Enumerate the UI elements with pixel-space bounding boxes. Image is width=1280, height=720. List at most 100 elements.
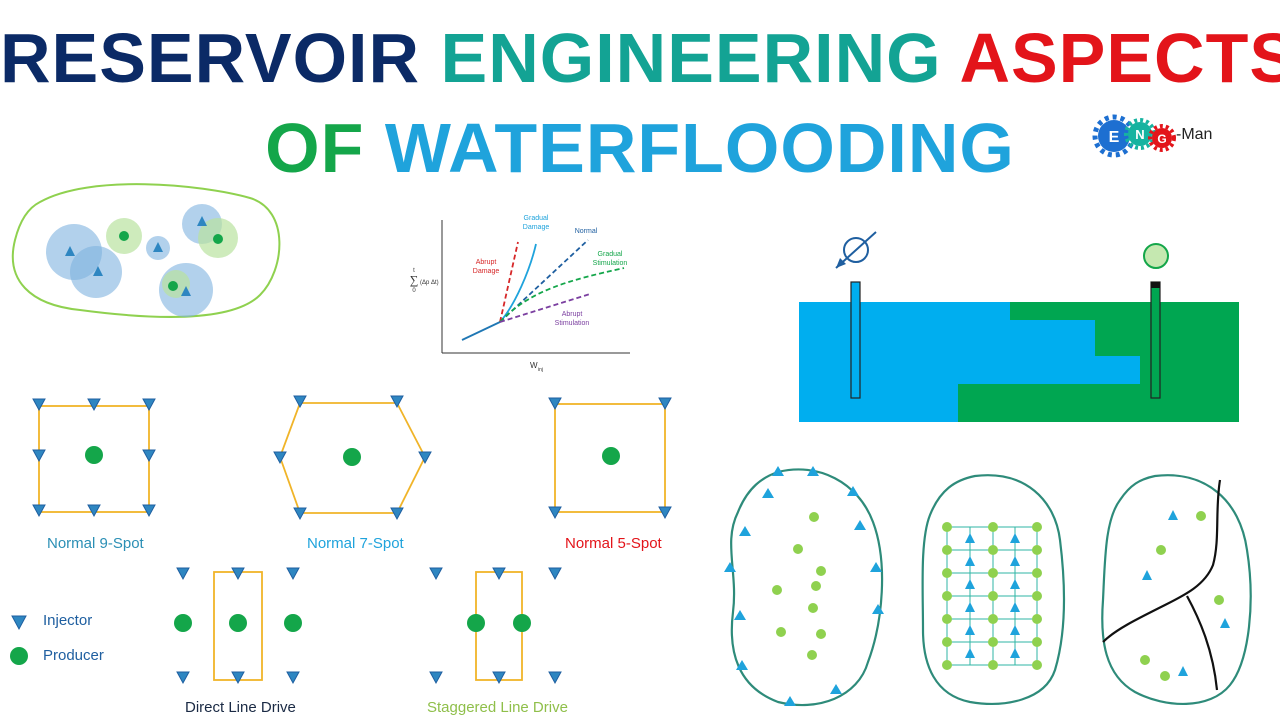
- injector-icon: [872, 604, 884, 614]
- label-gradual-damage-2: Damage: [523, 224, 550, 231]
- fault-line: [1102, 479, 1222, 643]
- producer-icon: [343, 448, 361, 466]
- logo-letter-n: N: [1135, 127, 1144, 142]
- injector-icon: [548, 506, 562, 520]
- injector-icon: [293, 507, 307, 521]
- production-gauge-icon: [1143, 243, 1169, 269]
- injector-icon: [87, 398, 101, 412]
- injector-icon: [724, 562, 736, 572]
- injector-icon: [418, 451, 432, 465]
- injector-icon: [176, 567, 190, 581]
- injector-icon: [286, 567, 300, 581]
- label-gradual-stimulation-2: Stimulation: [593, 260, 628, 267]
- injector-icon: [658, 397, 672, 411]
- logo-suffix: -Man: [1176, 126, 1213, 143]
- producer-icon: [809, 512, 819, 522]
- producer-icon: [1214, 595, 1224, 605]
- injector-icon: [231, 567, 245, 581]
- injector-icon: [176, 671, 190, 685]
- title-word-engineering: ENGINEERING: [440, 19, 942, 97]
- producer-icon: [284, 614, 302, 632]
- normal-7-spot-pattern: [273, 395, 432, 521]
- producer-icon: [793, 544, 803, 554]
- injection-well: [850, 281, 861, 399]
- label-gradual-damage-1: Gradual: [524, 215, 549, 222]
- producer-icon: [776, 627, 786, 637]
- label-staggered-line-drive: Staggered Line Drive: [427, 699, 568, 716]
- producer-icon: [10, 647, 28, 665]
- producer-icon: [816, 629, 826, 639]
- injector-icon: [142, 398, 156, 412]
- producer-icon: [1196, 511, 1206, 521]
- sum-symbol: ∑: [410, 273, 419, 287]
- producer-icon: [513, 614, 531, 632]
- injector-icon: [854, 520, 866, 530]
- injector-icon: [1142, 570, 1152, 580]
- injection-gauge-icon: [843, 237, 869, 263]
- producer-icon: [1160, 671, 1170, 681]
- injector-icon: [153, 242, 163, 252]
- production-wellhead: [1151, 282, 1160, 288]
- staggered-line-drive-pattern: [429, 567, 562, 685]
- injector-icon: [784, 696, 796, 706]
- injector-icon: [273, 451, 287, 465]
- label-normal-9-spot: Normal 9-Spot: [47, 535, 144, 552]
- peripheral-flood-field: [724, 466, 884, 707]
- injector-icon: [142, 504, 156, 518]
- reservoir-outline: [11, 183, 281, 318]
- x-axis-sub: inj: [538, 367, 543, 373]
- producer-icon: [213, 234, 223, 244]
- oil-zone: [958, 302, 1239, 422]
- injector-icon: [429, 671, 443, 685]
- label-gradual-stimulation-1: Gradual: [598, 251, 623, 258]
- logo-letter-g: G: [1157, 132, 1166, 146]
- injector-icon: [93, 266, 103, 276]
- injector-icon: [32, 398, 46, 412]
- normal-9-spot-pattern: [32, 398, 156, 518]
- injector-icon: [870, 562, 882, 572]
- injector-icon: [807, 466, 819, 476]
- producer-icon: [174, 614, 192, 632]
- injector-icon: [390, 395, 404, 409]
- injector-icon: [736, 660, 748, 670]
- title-word-waterflooding: WATERFLOODING: [384, 109, 1015, 187]
- label-normal: Normal: [575, 228, 598, 235]
- producer-icon: [119, 231, 129, 241]
- injector-icon: [286, 671, 300, 685]
- label-normal-5-spot: Normal 5-Spot: [565, 535, 662, 552]
- injector-icon: [734, 610, 746, 620]
- injector-icon: [1178, 666, 1188, 676]
- logo-letter-e: E: [1109, 129, 1120, 146]
- injector-icon: [658, 506, 672, 520]
- label-direct-line-drive: Direct Line Drive: [185, 699, 296, 716]
- label-abrupt-stimulation-2: Stimulation: [555, 320, 590, 327]
- eng-man-logo: E N G: [1092, 114, 1176, 158]
- injector-icon: [1220, 618, 1230, 628]
- producer-icon: [772, 585, 782, 595]
- producer-icon: [229, 614, 247, 632]
- hall-plot: t ∑ 0 (Δp Δt) W inj Gradual Damage Norma…: [410, 215, 630, 373]
- injector-icon: [772, 466, 784, 476]
- faulted-field: [1101, 474, 1252, 706]
- label-abrupt-damage-2: Damage: [473, 268, 500, 275]
- label-normal-7-spot: Normal 7-Spot: [307, 535, 404, 552]
- injector-icon: [32, 449, 46, 463]
- producer-icon: [808, 603, 818, 613]
- legend-injector-label: Injector: [43, 612, 93, 629]
- direct-line-drive-pattern: [174, 567, 302, 685]
- producer-icon: [467, 614, 485, 632]
- injector-icon: [293, 395, 307, 409]
- injector-icon: [847, 486, 859, 496]
- producer-icon: [85, 446, 103, 464]
- injector-icon: [548, 397, 562, 411]
- normal-5-spot-pattern: [548, 397, 672, 520]
- injector-icon: [429, 567, 443, 581]
- title-line-1: RESERVOIR ENGINEERING ASPECTS: [0, 18, 1280, 98]
- legend-producer-label: Producer: [43, 647, 104, 664]
- producer-icon: [1140, 655, 1150, 665]
- injector-icon: [492, 671, 506, 685]
- production-well: [1150, 281, 1161, 399]
- label-abrupt-stimulation-1: Abrupt: [562, 311, 583, 318]
- injector-icon: [548, 671, 562, 685]
- injector-icon: [11, 615, 27, 631]
